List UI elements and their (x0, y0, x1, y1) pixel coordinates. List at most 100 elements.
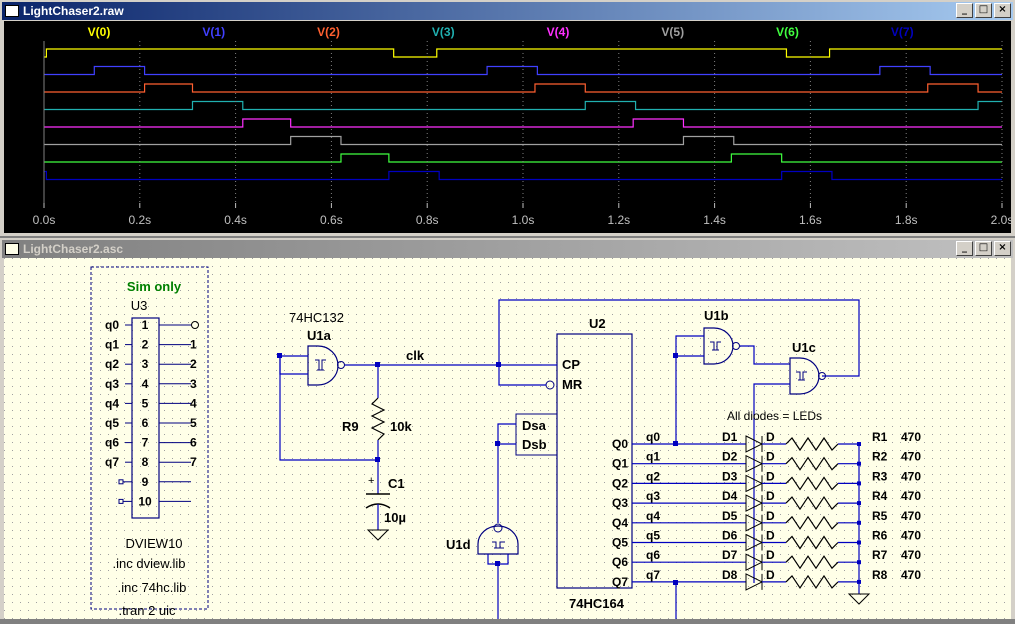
trace-label[interactable]: V(5) (661, 25, 684, 39)
u1d-nand-gate[interactable] (477, 525, 519, 555)
trace-label[interactable]: V(4) (547, 25, 570, 39)
trace-waveform (44, 48, 1002, 58)
u2-ref-label: U2 (589, 316, 606, 331)
u1b-u1c-gates[interactable]: U1b U1c (673, 308, 826, 583)
resistor-symbol[interactable] (785, 535, 839, 550)
junction-dot (495, 441, 500, 446)
u1c-output-bubble (818, 372, 826, 380)
schmitt-trigger-icon (315, 359, 326, 371)
trace-waveform (44, 118, 1002, 128)
u3-output-label: 7 (190, 455, 197, 469)
minimize-button[interactable]: _ (956, 241, 973, 256)
trace-label[interactable]: V(1) (202, 25, 225, 39)
junction-dot (673, 353, 678, 358)
u3-pin-number: 6 (142, 416, 149, 430)
junction-dot (375, 362, 380, 367)
close-button[interactable]: × (994, 241, 1011, 256)
feedback-wire (279, 356, 378, 461)
diode-ref-label: D5 (722, 509, 738, 523)
q-net-label: q5 (646, 529, 660, 543)
u2-ds-inputs-box (515, 413, 558, 456)
trace-label[interactable]: V(0) (88, 25, 111, 39)
u1a-output-bubble (337, 361, 345, 369)
r9-resistor[interactable] (370, 397, 386, 441)
led-diode-icon[interactable] (745, 553, 764, 572)
resistor-symbol[interactable] (785, 476, 839, 491)
u2-output-pin-label: Q2 (612, 476, 628, 490)
u3-pin-number: 10 (138, 494, 152, 508)
led-diode-icon[interactable] (745, 494, 764, 512)
u1b-to-u1c-wire (740, 345, 790, 365)
maximize-button[interactable]: □ (975, 3, 992, 18)
x-tick-label: 0.6s (320, 213, 343, 227)
u2-body[interactable] (556, 333, 633, 589)
dview-dashed-border (90, 266, 209, 610)
u3-pin1-output-bubble (191, 321, 199, 329)
led-diode-icon[interactable] (745, 474, 764, 493)
resistor-symbol[interactable] (785, 496, 839, 511)
u2-output-pin-label: Q3 (612, 496, 628, 510)
dsa-pin-label: Dsa (522, 418, 547, 433)
resistor-symbol[interactable] (785, 456, 839, 471)
oscillator[interactable]: 74HC132 U1a clk R9 10k + C1 (277, 310, 542, 541)
waveform-window[interactable]: LightChaser2.raw _ □ × V(0) V(1) V(2) V(3) V… (0, 0, 1015, 236)
u1b-output-bubble (732, 342, 740, 350)
trace-label[interactable]: V(3) (432, 25, 455, 39)
resistor-symbol[interactable] (785, 555, 839, 570)
minimize-button[interactable]: _ (956, 3, 973, 18)
u3-ref-label: U3 (131, 298, 148, 313)
trace-label[interactable]: V(7) (891, 25, 914, 39)
led-diode-icon[interactable] (745, 513, 764, 532)
resistor-ref-label: R3 (872, 469, 888, 483)
resistor-ref-label: R6 (872, 529, 888, 543)
led-diode-icon[interactable] (745, 573, 764, 591)
resistor-symbol[interactable] (785, 436, 839, 452)
waveform-titlebar[interactable]: LightChaser2.raw _ □ × (2, 2, 1013, 20)
schmitt-trigger-icon (492, 541, 505, 549)
led-diode-icon[interactable] (745, 533, 764, 552)
part-74hc132-label: 74HC132 (289, 310, 344, 325)
resistor-ref-label: R1 (872, 430, 888, 444)
close-button[interactable]: × (994, 3, 1011, 18)
u3-output-label: 5 (190, 416, 197, 430)
schmitt-trigger-icon (710, 341, 721, 351)
x-tick-label: 1.8s (895, 213, 918, 227)
diode-value-label: D (766, 568, 775, 582)
resistor-ref-label: R7 (872, 548, 888, 562)
x-tick-label: 1.0s (512, 213, 535, 227)
resistor-symbol[interactable] (785, 515, 839, 530)
mr-feedback-wire (498, 299, 860, 386)
u3-pin-number: 7 (142, 436, 149, 450)
maximize-button[interactable]: □ (975, 241, 992, 256)
u2-output-pin-label: Q0 (612, 437, 628, 451)
led-diode-icon[interactable] (745, 454, 764, 473)
u3-input-label: q1 (105, 338, 119, 352)
q-net-label: q0 (646, 430, 660, 444)
resistor-value-label: 470 (901, 469, 921, 483)
u1a-ref-label: U1a (307, 328, 332, 343)
u1d-output-bubble (493, 523, 503, 533)
trace-label[interactable]: V(2) (317, 25, 340, 39)
junction-dot (673, 580, 678, 585)
resistor-symbol[interactable] (785, 574, 839, 589)
x-tick-label: 0.2s (128, 213, 151, 227)
u1b-inputs-wire (675, 335, 704, 357)
junction-dot (277, 353, 282, 358)
schematic-titlebar[interactable]: LightChaser2.asc _ □ × (2, 240, 1013, 258)
u3-body[interactable] (131, 317, 160, 519)
u2-part-label: 74HC164 (569, 596, 625, 611)
diodes-note: All diodes = LEDs (727, 409, 822, 423)
schematic-app-icon (5, 243, 19, 255)
led-diode-icon[interactable] (745, 435, 764, 453)
trace-label[interactable]: V(6) (776, 25, 799, 39)
u2-output-pin-label: Q5 (612, 536, 628, 550)
u1d-gate[interactable]: Dsa Dsb U1d (446, 413, 677, 621)
